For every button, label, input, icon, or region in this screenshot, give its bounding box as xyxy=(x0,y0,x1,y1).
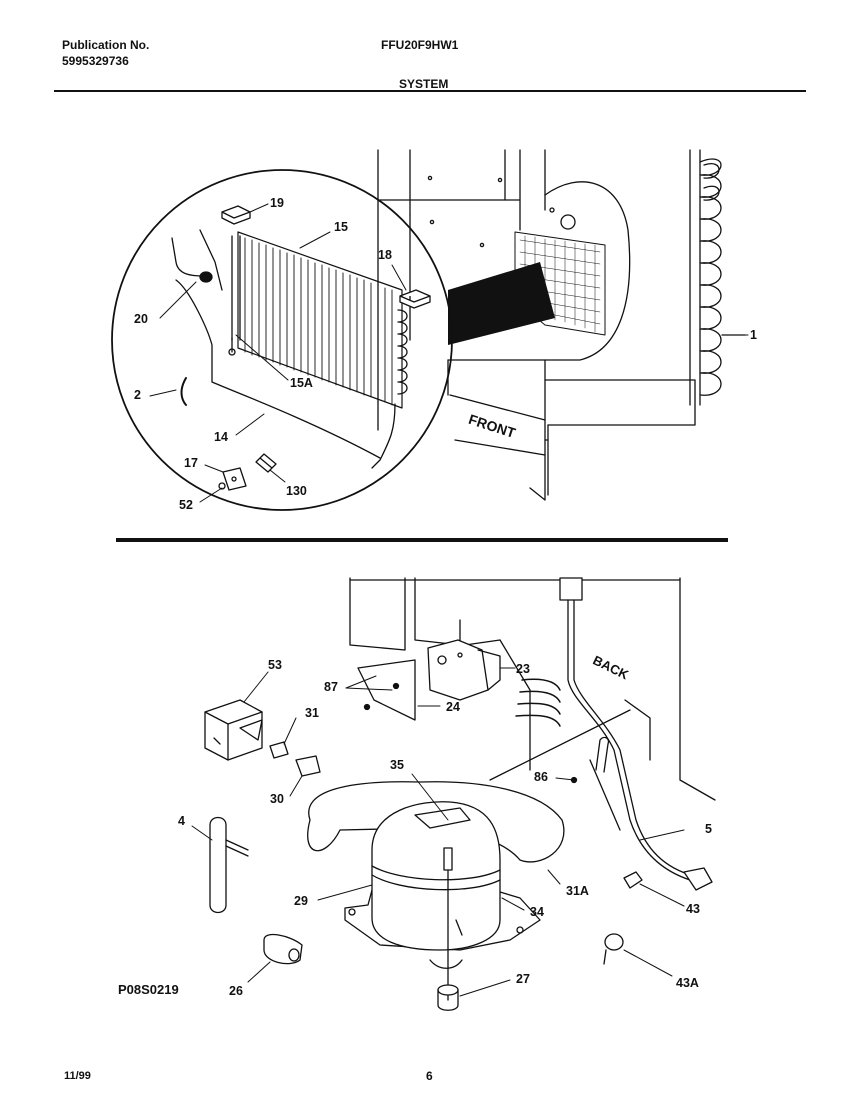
callout-17: 17 xyxy=(184,456,198,470)
callout-29: 29 xyxy=(294,894,308,908)
footer-date: 11/99 xyxy=(64,1070,91,1082)
diagram-id: P08S0219 xyxy=(118,982,179,997)
bottom-leader-lines xyxy=(191,667,685,997)
page-number: 6 xyxy=(426,1069,433,1083)
part-2-clip xyxy=(180,377,187,406)
part-20-sensor xyxy=(171,229,381,459)
callout-86: 86 xyxy=(534,770,548,784)
callout-20: 20 xyxy=(134,312,148,326)
callout-87: 87 xyxy=(324,680,338,694)
callout-34: 34 xyxy=(530,905,544,919)
evaporator-coil xyxy=(228,231,408,469)
callout-23: 23 xyxy=(516,662,530,676)
callout-53: 53 xyxy=(268,658,282,672)
part-17-plate xyxy=(222,467,247,491)
section-divider xyxy=(116,538,728,542)
cabinet-outline xyxy=(377,149,696,501)
callout-43a: 43A xyxy=(676,976,699,990)
callout-15: 15 xyxy=(334,220,348,234)
coiled-tubes xyxy=(515,678,561,727)
callout-24: 24 xyxy=(446,700,460,714)
callout-1: 1 xyxy=(750,328,757,342)
detail-magnifier xyxy=(111,169,453,511)
publication-number: 5995329736 xyxy=(62,54,129,68)
part-130-screw xyxy=(255,453,277,473)
part-53-overload xyxy=(204,699,263,761)
magnifier-beam xyxy=(448,262,555,345)
part-18-block xyxy=(399,289,431,309)
part-19-block xyxy=(221,205,251,225)
callout-35: 35 xyxy=(390,758,404,772)
callout-27: 27 xyxy=(516,972,530,986)
part-27-grommet xyxy=(437,984,459,1011)
callout-2: 2 xyxy=(134,388,141,402)
part-26-grommet xyxy=(263,933,303,965)
condenser-coil xyxy=(689,149,746,406)
header-rule xyxy=(54,90,806,92)
callout-19: 19 xyxy=(270,196,284,210)
part-31-plug xyxy=(269,741,289,759)
publication-label: Publication No. xyxy=(62,38,150,52)
callout-18: 18 xyxy=(378,248,392,262)
callout-4: 4 xyxy=(178,814,185,828)
callout-31: 31 xyxy=(305,706,319,720)
part-29-compressor xyxy=(344,801,541,1001)
part-5-power-cord xyxy=(559,577,713,891)
part-86-clamp xyxy=(595,736,610,773)
callout-52: 52 xyxy=(179,498,193,512)
top-leader-lines xyxy=(149,203,749,503)
callout-15a: 15A xyxy=(290,376,313,390)
callout-5: 5 xyxy=(705,822,712,836)
part-43a-strap xyxy=(603,933,624,965)
part-23-relay xyxy=(427,639,501,701)
callout-26: 26 xyxy=(229,984,243,998)
part-43-clip xyxy=(623,871,643,889)
part-52-washer xyxy=(218,482,226,490)
callout-14: 14 xyxy=(214,430,228,444)
callout-30: 30 xyxy=(270,792,284,806)
part-4-drier xyxy=(209,816,249,914)
callout-130: 130 xyxy=(286,484,307,498)
callout-31a: 31A xyxy=(566,884,589,898)
part-30-cap xyxy=(295,755,321,777)
section-title: SYSTEM xyxy=(399,77,449,91)
model-number: FFU20F9HW1 xyxy=(381,38,459,52)
callout-43: 43 xyxy=(686,902,700,916)
